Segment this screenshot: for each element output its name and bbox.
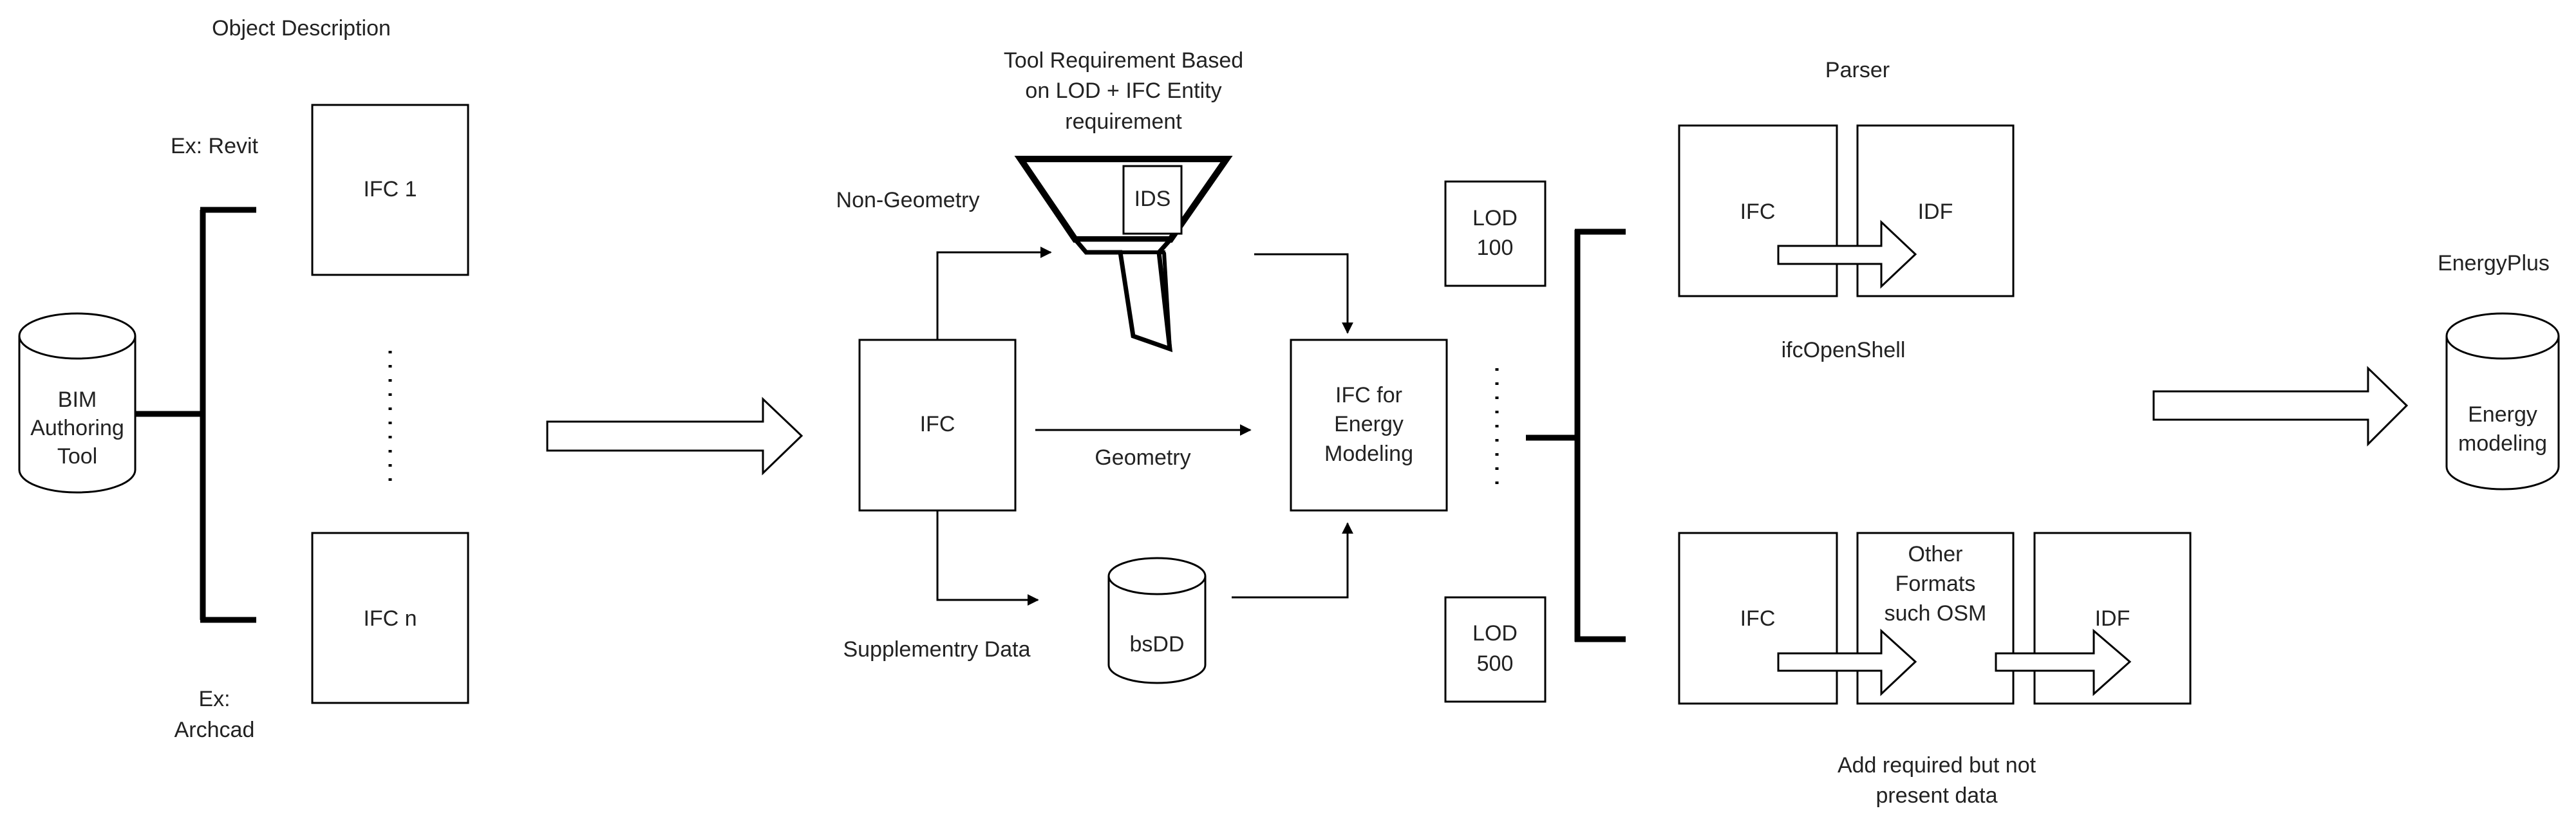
bim-label-line1: BIM [58, 388, 97, 412]
energy-modeling-label-line1: Energy [2468, 402, 2537, 427]
other-ifc-label: IFC [1740, 606, 1776, 631]
arrow-to-bsdd [936, 510, 1039, 606]
other-idf-label: IDF [2095, 606, 2130, 631]
outline-arrow-other-2 [1995, 628, 2132, 696]
object-description-label: Object Description [212, 16, 391, 41]
ifc-energy-label-line1: IFC for [1335, 383, 1402, 407]
outline-arrow-final [2152, 366, 2409, 447]
bim-label-line2: Authoring [30, 416, 124, 440]
funnel-icon: IDS [1014, 156, 1233, 353]
ifc-energy-label-line2: Energy [1334, 412, 1404, 436]
outline-arrow-parser [1777, 220, 1917, 289]
lod500-label-line2: 500 [1477, 651, 1514, 676]
ids-label: IDS [1134, 187, 1171, 211]
ifcn-label: IFC n [363, 606, 417, 631]
tool-requirement-line2: on LOD + IFC Entity [1025, 79, 1221, 103]
ifcn-box: IFC n [311, 532, 469, 704]
bim-label-line3: Tool [57, 444, 97, 469]
lod100-label-line1: LOD [1472, 206, 1518, 230]
authoring-bracket [135, 207, 256, 623]
other-formats-label-line1: Other [1908, 542, 1962, 566]
tool-requirement-line1: Tool Requirement Based [1004, 48, 1243, 73]
energy-modeling-cylinder: Energy modeling [2445, 312, 2560, 490]
bsdd-label: bsDD [1129, 632, 1184, 657]
add-required-label-line2: present data [1876, 783, 1997, 808]
supplementary-data-label: Supplementry Data [843, 637, 1030, 662]
lod500-label-line1: LOD [1472, 621, 1518, 646]
lod100-label-line2: 100 [1477, 236, 1514, 260]
arrow-bsdd-to-energy [1232, 522, 1353, 599]
geometry-label: Geometry [1095, 445, 1190, 470]
tool-requirement-line3: requirement [1065, 109, 1182, 134]
ex-archcad-label-line2: Archcad [174, 718, 255, 742]
bim-authoring-tool-cylinder: BIM Authoring Tool [18, 312, 136, 494]
parser-ifc-box: IFC [1678, 124, 1838, 297]
other-formats-label-line2: Formats [1895, 572, 1976, 596]
energyplus-label: EnergyPlus [2438, 251, 2550, 276]
ifc1-label: IFC 1 [363, 177, 417, 201]
other-formats-label-line3: such OSM [1885, 601, 1987, 626]
energy-modeling-label-line2: modeling [2458, 431, 2547, 456]
outline-arrow-1 [546, 397, 804, 476]
ex-revit-label: Ex: Revit [171, 134, 259, 158]
add-required-label-line1: Add required but not [1838, 753, 2036, 778]
other-ifc-box: IFC [1678, 532, 1838, 705]
lod500-box: LOD 500 [1444, 596, 1547, 703]
ifcopenshell-label: ifcOpenShell [1782, 338, 1906, 362]
lod100-box: LOD 100 [1444, 180, 1547, 287]
arrow-to-ids [936, 247, 1052, 340]
parser-label: Parser [1825, 58, 1890, 82]
lod-bracket [1526, 229, 1626, 642]
parser-ifc-label: IFC [1740, 200, 1776, 224]
ifc-energy-label-line3: Modeling [1324, 442, 1413, 466]
ifc-energy-box: IFC for Energy Modeling [1290, 339, 1448, 512]
outline-arrow-other-1 [1777, 628, 1917, 696]
ifc-center-label: IFC [920, 412, 955, 436]
bsdd-cylinder: bsDD [1107, 557, 1207, 684]
arrow-ids-to-energy [1254, 253, 1353, 334]
ifc1-box: IFC 1 [311, 104, 469, 276]
non-geometry-label: Non-Geometry [836, 188, 980, 212]
ex-archcad-label-line1: Ex: [198, 687, 230, 711]
parser-idf-label: IDF [1918, 200, 1953, 224]
ifc-center-box: IFC [858, 339, 1017, 512]
